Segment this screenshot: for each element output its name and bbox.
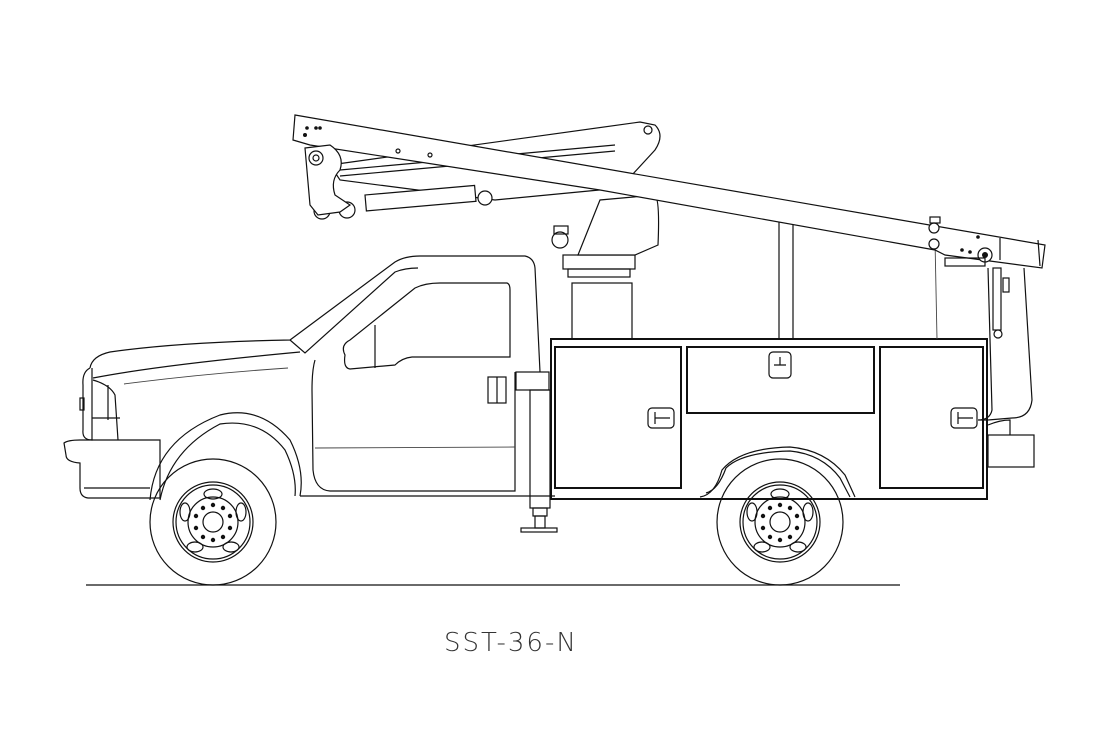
boom-upper <box>292 114 1046 339</box>
compartment-door-left <box>554 346 682 489</box>
bucket-platform <box>977 267 1035 468</box>
front-wheel-assembly <box>149 412 302 586</box>
front-tire <box>149 458 277 586</box>
service-body <box>550 338 988 500</box>
rear-wheel-assembly <box>716 458 844 586</box>
compartment-door-top <box>686 346 875 414</box>
compartment-door-right <box>879 346 984 489</box>
rear-tire <box>716 458 844 586</box>
truck-cab <box>63 255 555 499</box>
turntable-pedestal <box>551 194 660 340</box>
model-designation: SST-36-N <box>444 628 578 658</box>
